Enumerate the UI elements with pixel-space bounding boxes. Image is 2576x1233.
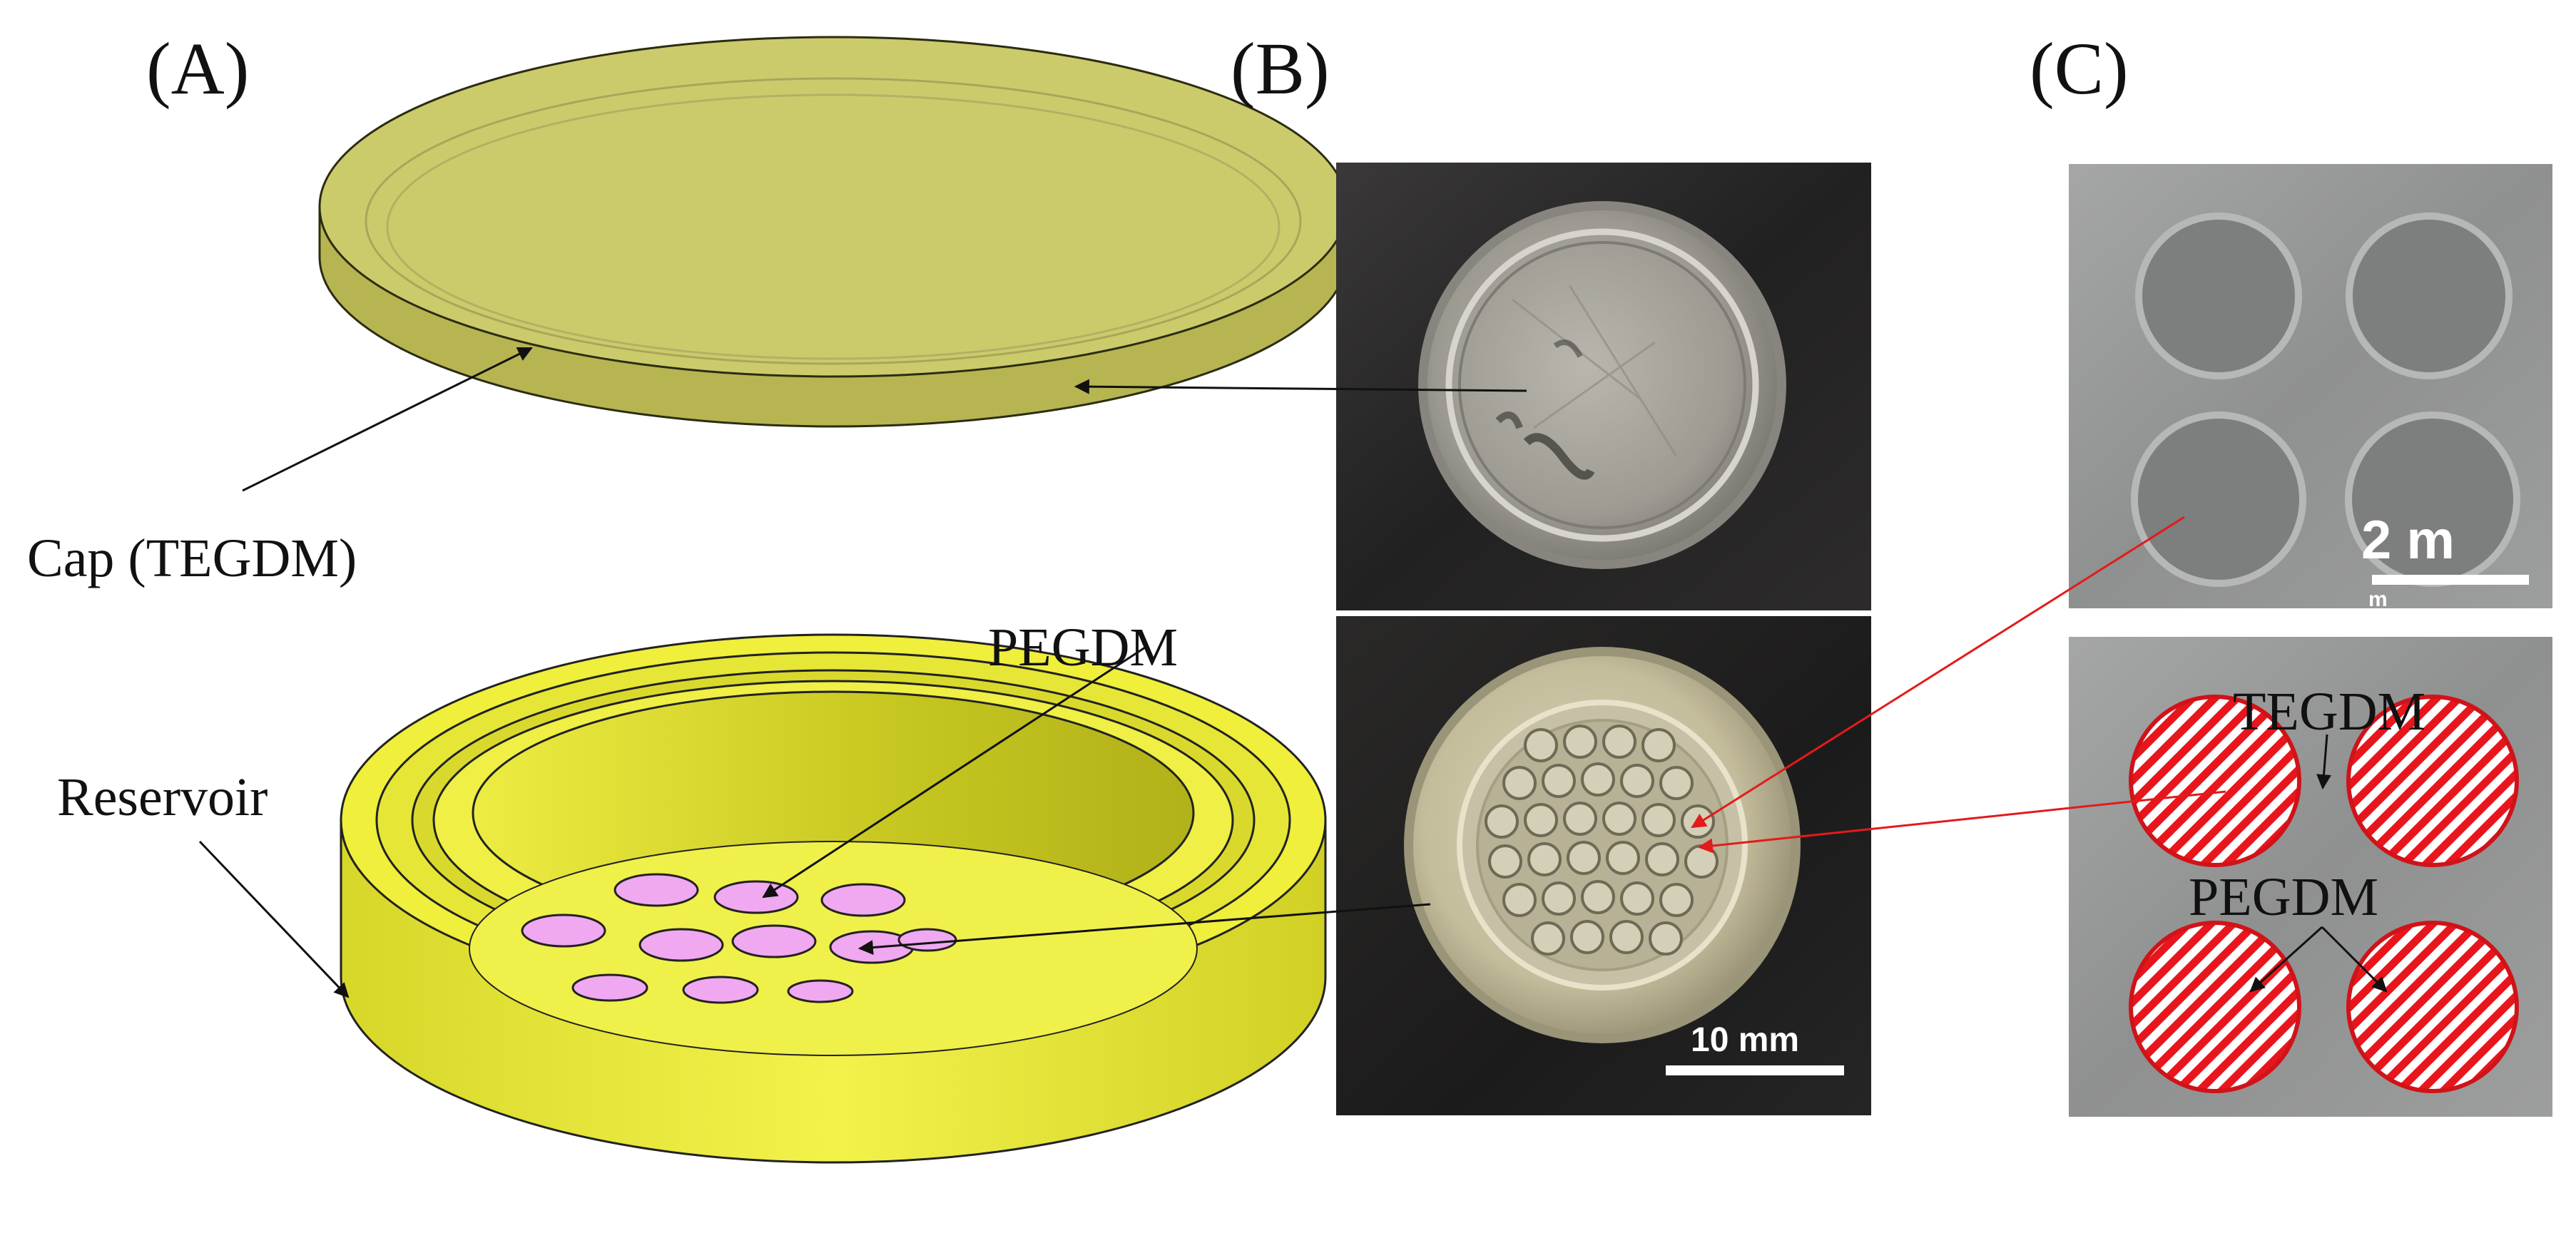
photo-close-top	[2069, 164, 2552, 608]
label-reservoir: Reservoir	[57, 767, 268, 827]
photo-close-bottom	[2069, 637, 2552, 1117]
scale-label-b: 10 mm	[1691, 1021, 1800, 1059]
callout-arrows	[198, 347, 2388, 998]
panel-label-a: (A)	[146, 28, 250, 110]
panel-label-c: (C)	[2030, 28, 2129, 110]
label-cap: Cap (TEGDM)	[27, 528, 357, 588]
scale-label-c: 2 m	[2361, 510, 2455, 571]
panel-label-b: (B)	[1231, 28, 1330, 110]
label-pegdm-photo: PEGDM	[2189, 867, 2379, 927]
label-tegdm-photo: TEGDM	[2233, 682, 2426, 742]
scale-bar-b	[1666, 1065, 1844, 1075]
photo-reservoir	[1336, 616, 1871, 1115]
label-pegdm-model: PEGDM	[988, 618, 1178, 677]
scale-label-c-wrap: m	[2368, 589, 2388, 608]
photo-reservoir-wells	[1485, 725, 1719, 956]
photo-cap	[1336, 163, 1871, 610]
cap-model	[318, 36, 1348, 428]
scale-bar-c	[2372, 575, 2529, 585]
